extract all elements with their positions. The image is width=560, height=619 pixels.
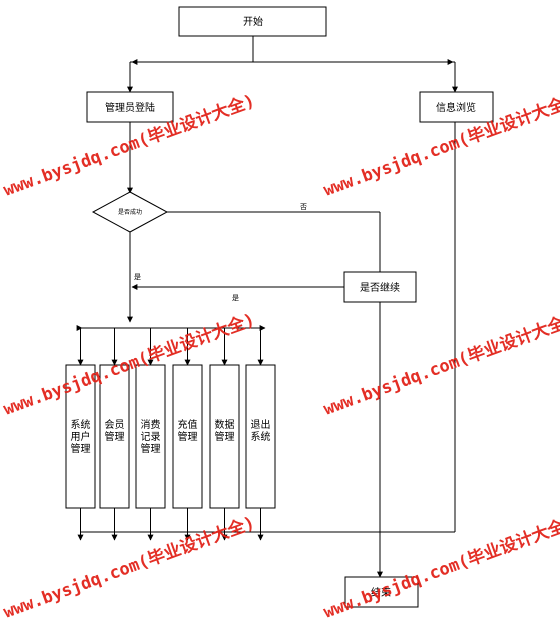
watermark-text: www.bysjdq.com(毕业设计大全) bbox=[321, 512, 560, 619]
info-browse-label: 信息浏览 bbox=[436, 101, 476, 114]
module-label-line: 充值 bbox=[178, 418, 198, 431]
admin-login-label: 管理员登陆 bbox=[105, 101, 155, 114]
continue-node: 是否继续 bbox=[343, 271, 417, 303]
module-label-line: 管理 bbox=[105, 430, 125, 443]
continue-label: 是否继续 bbox=[360, 281, 400, 294]
login-success-decision: 是否成功 bbox=[91, 191, 169, 233]
info-browse-node: 信息浏览 bbox=[419, 91, 494, 123]
login-success-label: 是否成功 bbox=[118, 208, 142, 216]
module-label-line: 消费 bbox=[141, 418, 161, 431]
module-label-line: 管理 bbox=[215, 430, 235, 443]
end-node: 结束 bbox=[344, 576, 419, 608]
watermark-text: www.bysjdq.com(毕业设计大全) bbox=[1, 512, 258, 619]
module-label-line: 管理 bbox=[178, 430, 198, 443]
branch-label-yes: 是 bbox=[134, 273, 141, 281]
module-label-line: 管理 bbox=[71, 442, 91, 455]
end-label: 结束 bbox=[371, 586, 391, 599]
module-label-line: 用户 bbox=[71, 430, 91, 443]
branch-label-no: 否 bbox=[300, 203, 307, 211]
admin-login-node: 管理员登陆 bbox=[86, 91, 174, 123]
edges bbox=[76, 36, 458, 578]
module-label-line: 管理 bbox=[141, 442, 161, 455]
module-label-line: 会员 bbox=[105, 418, 125, 431]
start-label: 开始 bbox=[243, 15, 263, 28]
start-node: 开始 bbox=[178, 6, 327, 37]
watermark-layer: www.bysjdq.com(毕业设计大全) www.bysjdq.com(毕业… bbox=[1, 90, 560, 619]
branch-label-continue-yes: 是 bbox=[232, 294, 239, 302]
module-label-line: 退出 bbox=[251, 418, 271, 431]
module-label-line: 系统 bbox=[251, 430, 271, 443]
watermark-text: www.bysjdq.com(毕业设计大全) bbox=[321, 309, 560, 420]
module-label-line: 记录 bbox=[141, 431, 161, 443]
module-label-line: 系统 bbox=[71, 418, 91, 431]
module-edges bbox=[77, 328, 264, 541]
module-label-line: 数据 bbox=[215, 418, 235, 431]
